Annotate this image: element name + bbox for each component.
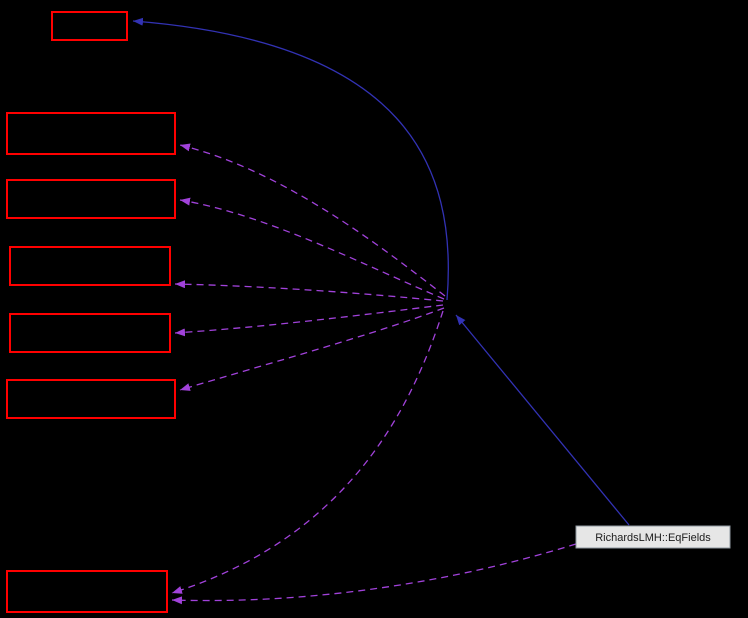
edge-solid-eqfields-to-junction	[455, 314, 630, 526]
node-layer	[6, 11, 176, 613]
class-node-2[interactable]	[6, 179, 176, 219]
edge-dashed-junction-to-node-1	[179, 143, 446, 297]
current-class-node-box	[575, 525, 731, 549]
edge-dashed-eqfields-to-bottom-node	[171, 543, 577, 605]
class-node-1[interactable]	[6, 112, 176, 155]
class-node-5[interactable]	[6, 379, 176, 419]
class-node-top[interactable]	[51, 11, 128, 41]
class-node-bottom[interactable]	[6, 570, 168, 613]
edge-dashed-junction-to-node-2	[179, 197, 445, 300]
class-node-4[interactable]	[9, 313, 171, 353]
edge-dashed-junction-to-node-4	[174, 304, 444, 337]
edge-dashed-junction-to-node-5	[179, 307, 445, 391]
edge-dashed-junction-to-bottom-node	[171, 310, 444, 594]
current-class-node-label: RichardsLMH::EqFields	[595, 532, 711, 544]
edge-layer	[132, 17, 630, 605]
edge-solid-junction-to-top-node	[132, 17, 449, 301]
class-node-3[interactable]	[9, 246, 171, 286]
current-class-node: RichardsLMH::EqFields	[575, 525, 731, 549]
edge-dashed-junction-to-node-3	[174, 280, 444, 302]
